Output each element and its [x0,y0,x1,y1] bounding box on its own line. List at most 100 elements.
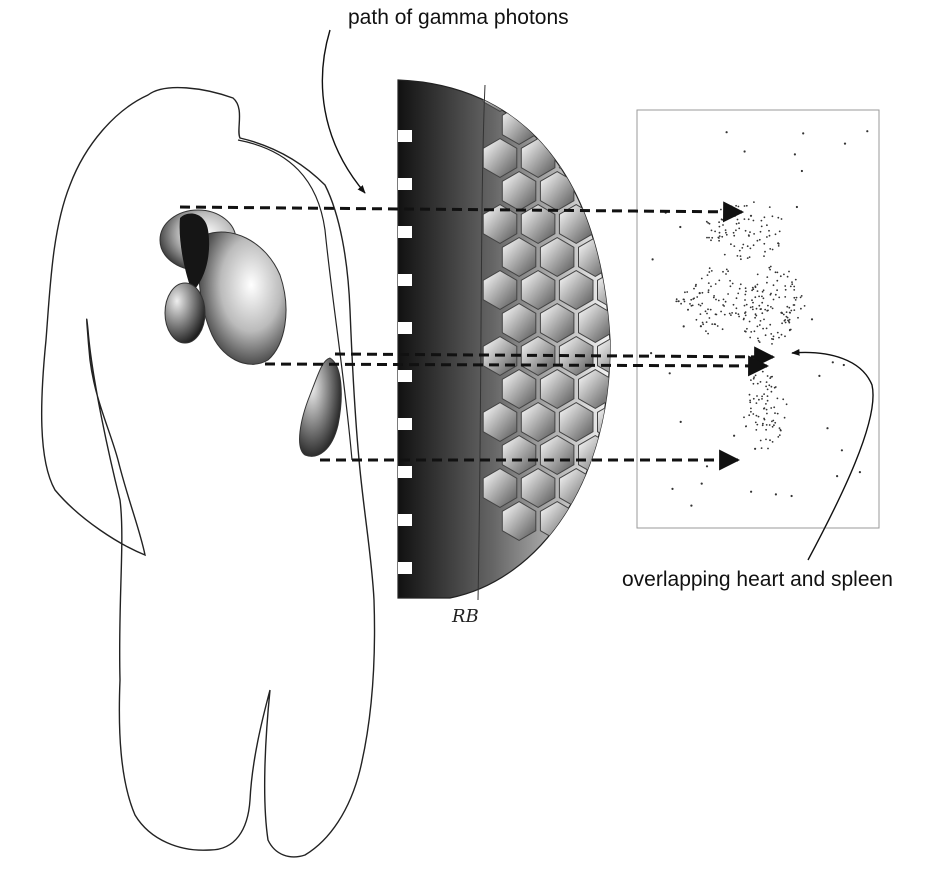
scan-count-dot [769,269,771,271]
scan-count-dot [777,242,779,244]
scan-count-dot [707,308,709,310]
scan-count-dot [763,408,765,410]
scan-count-dot [784,319,786,321]
collimator-hex-cell [674,73,708,112]
scan-background-dot [650,352,652,354]
scan-count-dot [680,303,682,305]
scan-count-dot [761,398,763,400]
scan-count-dot [707,274,709,276]
scan-count-dot [781,322,783,324]
scan-count-dot [766,381,768,383]
scan-count-dot [705,310,707,312]
scan-count-dot [763,418,765,420]
scan-count-dot [785,322,787,324]
scan-count-dot [708,291,710,293]
collimator-hex-cell [579,172,613,211]
scan-count-dot [702,323,704,325]
scan-count-dot [750,411,752,413]
scan-count-dot [785,289,787,291]
scan-background-dot [671,488,673,490]
scan-count-dot [689,303,691,305]
collimator-hex-cell [598,73,632,112]
scan-count-dot [746,304,748,306]
scan-count-dot [775,294,777,296]
detector-tooth [398,226,412,238]
scan-background-dot [744,150,746,152]
top-label-pointer [322,30,365,193]
scan-count-dot [784,335,786,337]
scan-count-dot [696,296,698,298]
scan-count-dot [717,325,719,327]
scan-count-dot [778,337,780,339]
scan-count-dot [774,412,776,414]
scan-count-dot [756,308,758,310]
scan-count-dot [752,413,754,415]
scan-count-dot [797,317,799,319]
scan-count-dot [763,393,765,395]
scan-background-dot [826,427,828,429]
scan-count-dot [740,255,742,257]
scan-count-dot [787,276,789,278]
scan-count-dot [730,285,732,287]
scan-count-dot [730,314,732,316]
scan-count-dot [763,289,765,291]
scan-count-dot [769,324,771,326]
scan-count-dot [796,297,798,299]
scan-count-dot [770,306,772,308]
scan-count-dot [733,245,735,247]
scan-count-dot [735,229,737,231]
scan-count-dot [739,250,741,252]
scan-count-dot [793,309,795,311]
scan-count-dot [773,336,775,338]
scan-count-dot [777,332,779,334]
scan-count-dot [729,280,731,282]
scan-count-dot [749,400,751,402]
scan-background-dot [701,483,703,485]
scan-count-dot [738,206,740,208]
scan-count-dot [744,305,746,307]
scan-count-dot [756,424,758,426]
scan-count-dot [711,323,713,325]
scan-count-dot [675,301,677,303]
scan-count-dot [774,422,776,424]
scan-count-dot [777,217,779,219]
scan-count-dot [727,270,729,272]
scan-count-dot [702,322,704,324]
scan-count-dot [752,288,754,290]
scan-count-dot [720,311,722,313]
scan-count-dot [701,303,703,305]
scan-count-dot [736,307,738,309]
scan-count-dot [764,216,766,218]
scan-count-dot [718,237,720,239]
scan-count-dot [775,271,777,273]
scan-count-dot [693,288,695,290]
scan-count-dot [783,314,785,316]
scan-count-dot [722,224,724,226]
scan-count-dot [784,417,786,419]
collimator-hex-cell [579,502,613,541]
scan-count-dot [761,312,763,314]
scan-count-dot [750,307,752,309]
scan-count-dot [778,297,780,299]
scan-count-dot [749,321,751,323]
scan-count-dot [769,377,771,379]
scan-count-dot [747,245,749,247]
scan-count-dot [719,226,721,228]
scan-count-dot [765,429,767,431]
scan-count-dot [727,293,729,295]
scan-count-dot [771,338,773,340]
scan-count-dot [788,271,790,273]
scan-count-dot [793,304,795,306]
scan-background-dot [679,226,681,228]
scan-count-dot [724,254,726,256]
scan-count-dot [721,218,723,220]
scan-count-dot [784,285,786,287]
scan-background-dot [859,471,861,473]
scan-count-dot [791,281,793,283]
scan-count-dot [746,328,748,330]
scan-count-dot [778,245,780,247]
scan-background-dot [844,143,846,145]
scan-count-dot [706,237,708,239]
scan-count-dot [715,313,717,315]
